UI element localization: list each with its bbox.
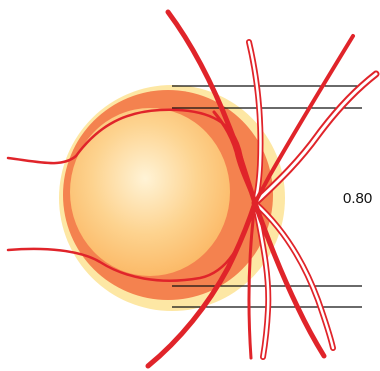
vessel-top-right-branch xyxy=(255,36,353,203)
ratio-value-label: 0.80 xyxy=(343,190,372,207)
optic-cup xyxy=(70,108,230,276)
